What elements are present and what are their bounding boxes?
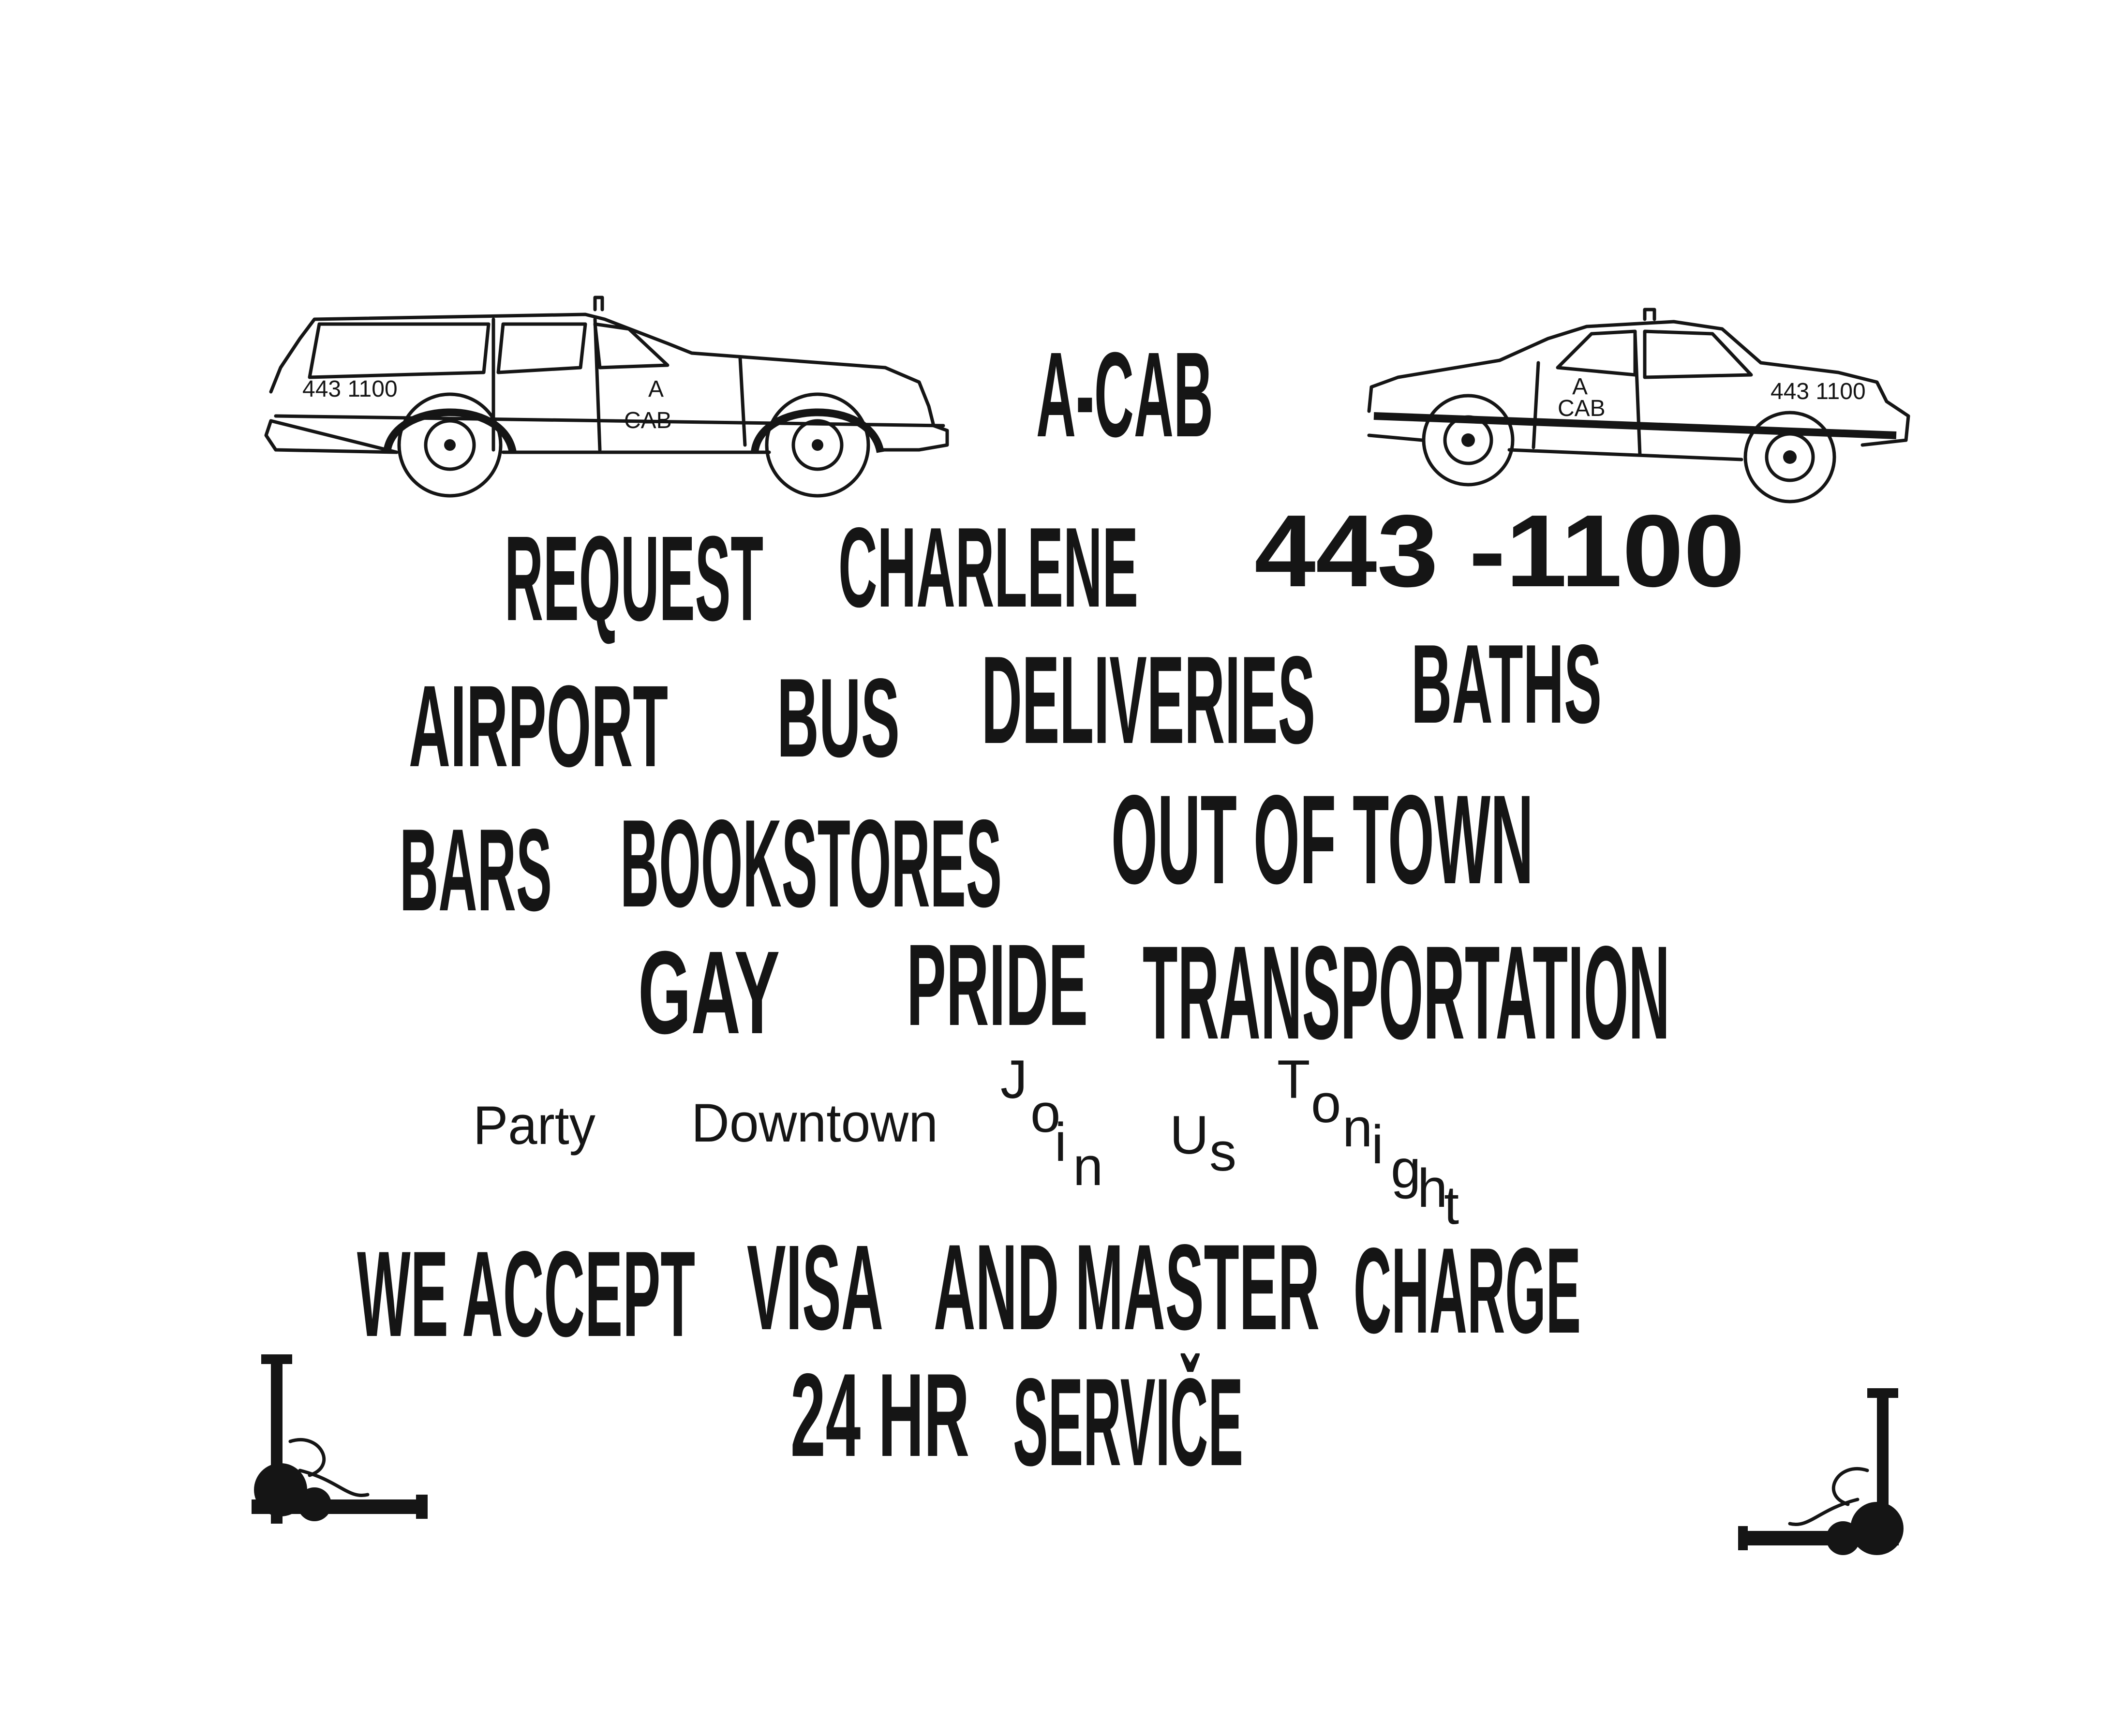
word-24-hr: 24 HR <box>790 1349 969 1481</box>
wagon-cab: CAB <box>624 408 672 433</box>
word-airport: AIRPORT <box>409 661 668 791</box>
tagline-letter: i <box>1371 1114 1384 1175</box>
corner-ornament-left <box>252 1354 428 1524</box>
tagline-letter: n <box>1342 1098 1372 1158</box>
sedan-number: 443 1100 <box>1771 379 1866 404</box>
phone-number: 443 -1100 <box>1254 493 1745 608</box>
sedan-a: A <box>1572 374 1588 400</box>
corner-ornament-right <box>1738 1388 1904 1555</box>
tagline-letter: T <box>1277 1049 1310 1110</box>
word-service: SERVIČE <box>1013 1352 1243 1492</box>
wagon-a: A <box>648 376 664 402</box>
tagline-letter: J <box>1000 1049 1027 1110</box>
tagline-downtown: Downtown <box>691 1093 938 1153</box>
wagon-number: 443 1100 <box>302 376 398 402</box>
sedan-cab: CAB <box>1558 396 1606 421</box>
title: A-CAB <box>1036 327 1213 462</box>
word-charlene: CHARLENE <box>838 504 1138 631</box>
tagline-letter: U <box>1170 1105 1209 1165</box>
tagline-party: Party <box>473 1095 595 1156</box>
word-request: REQUEST <box>505 511 763 646</box>
word-bars: BARS <box>400 805 552 935</box>
word-bookstores: BOOKSTORES <box>620 793 1002 933</box>
tagline-letter: n <box>1073 1136 1103 1197</box>
word-transportation: TRANSPORTATION <box>1143 919 1670 1067</box>
word-and-master: AND MASTER <box>934 1219 1320 1355</box>
tagline-letter: i <box>1055 1112 1067 1172</box>
word-deliveries: DELIVERIES <box>982 630 1315 770</box>
tagline-letter: h <box>1417 1158 1447 1218</box>
station-wagon-taxi-illustration: 443 1100 A CAB <box>264 296 949 498</box>
tagline-letter: t <box>1444 1175 1459 1235</box>
sedan-taxi-illustration: 443 1100 A CAB <box>1367 308 1910 504</box>
tagline-letter: o <box>1030 1083 1060 1143</box>
word-bus: BUS <box>777 655 900 781</box>
tagline-letter: o <box>1311 1073 1341 1134</box>
tagline-us: Us <box>1170 1105 1236 1182</box>
word-pride: PRIDE <box>907 920 1088 1050</box>
word-visa: VISA <box>747 1220 883 1355</box>
word-charge: CHARGE <box>1354 1223 1581 1359</box>
tagline-letter: s <box>1209 1122 1236 1182</box>
word-baths: BATHS <box>1411 622 1602 747</box>
tagline-letter: g <box>1391 1139 1421 1199</box>
word-we-accept: WE ACCEPT <box>357 1226 695 1362</box>
word-out-of-town: OUT OF TOWN <box>1111 769 1533 910</box>
word-gay: GAY <box>638 926 780 1058</box>
